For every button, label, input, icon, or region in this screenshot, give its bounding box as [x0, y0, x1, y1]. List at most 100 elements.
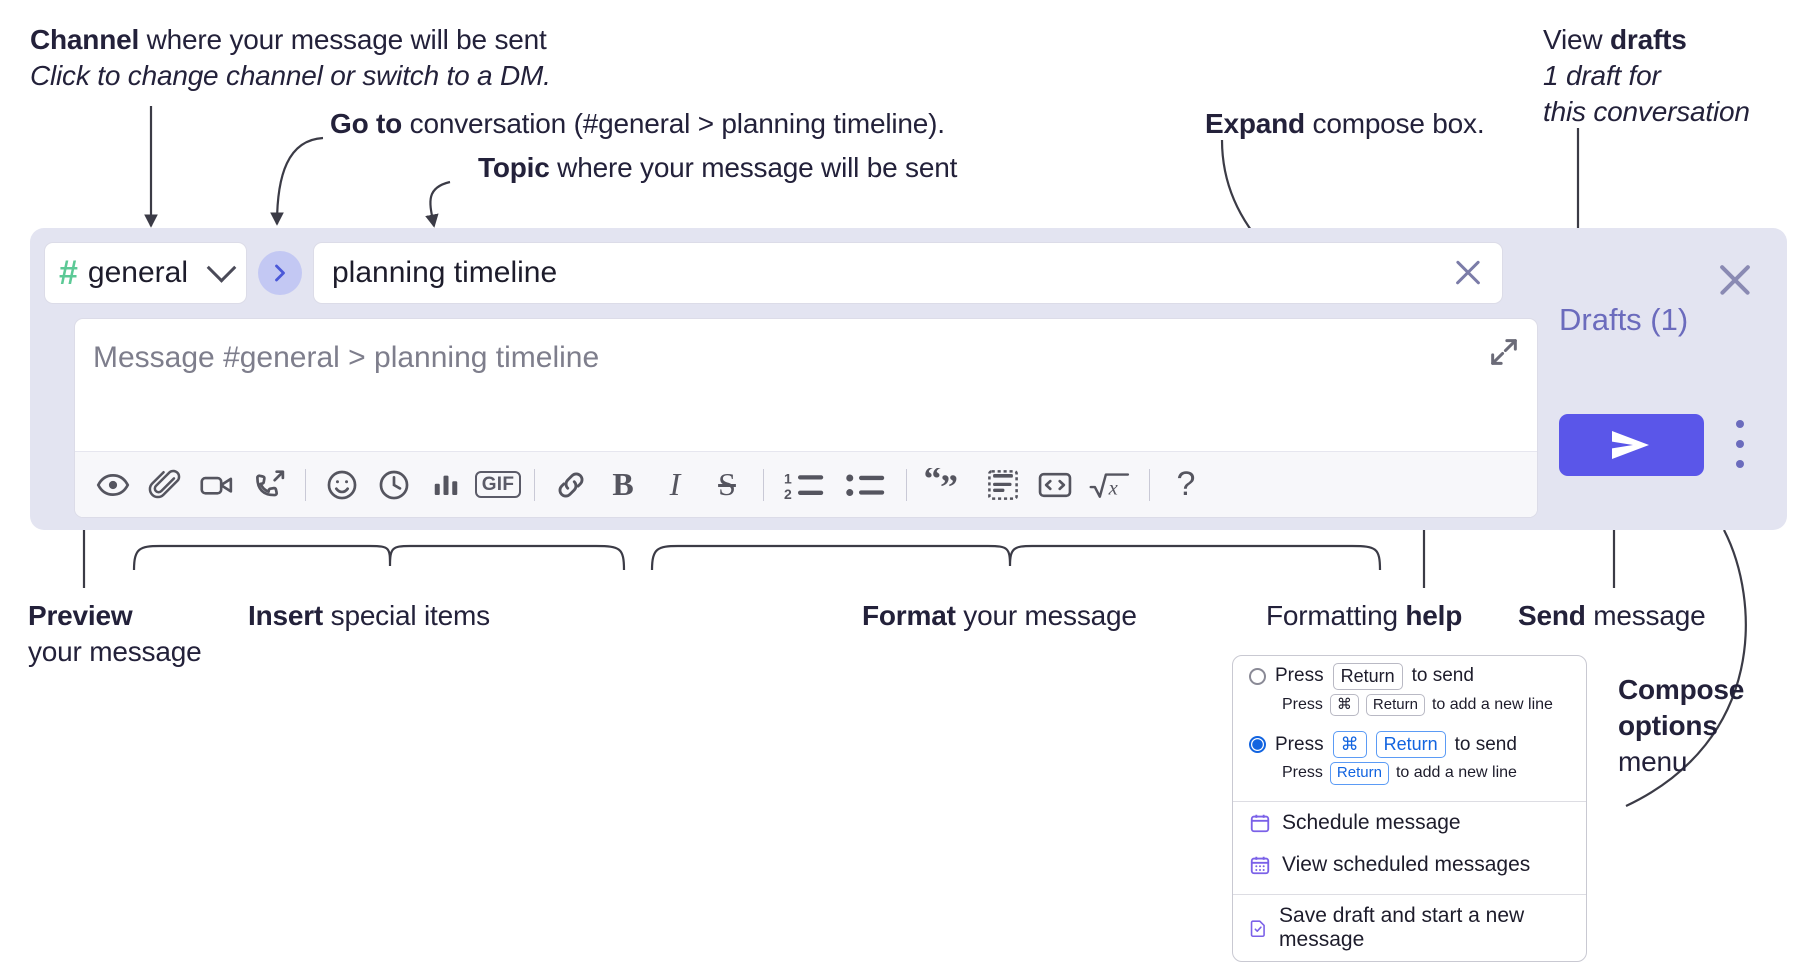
message-input-area[interactable]: Message #general > planning timeline: [74, 318, 1538, 518]
annotation-goto-rest: conversation (#general > planning timeli…: [402, 108, 945, 139]
drafts-link[interactable]: Drafts (1): [1559, 302, 1689, 337]
send-option-row[interactable]: Press ⌘ Return to send: [1233, 724, 1586, 761]
formatting-toolbar: GIF B I S 1: [75, 451, 1537, 517]
menu-item-label: Save draft and start a new message: [1279, 903, 1525, 951]
bold-icon[interactable]: B: [597, 459, 649, 511]
hash-icon: #: [59, 254, 78, 292]
annotation-insert-rest: special items: [323, 600, 490, 631]
svg-text:1: 1: [784, 470, 792, 486]
annotation-channel: Channel where your message will be sent …: [30, 22, 551, 94]
compose-options-menu: Press Return to send Press ⌘ Return to a…: [1232, 655, 1587, 962]
toolbar-divider: [1149, 468, 1150, 501]
annotation-insert-bold: Insert: [248, 600, 324, 631]
key-badge-command: ⌘: [1329, 693, 1359, 717]
annotation-drafts-line3: this conversation: [1543, 95, 1750, 127]
emoji-icon[interactable]: [316, 459, 368, 511]
svg-text:”: ”: [940, 468, 958, 502]
annotation-topic-rest: where your message will be sent: [549, 152, 958, 183]
clock-icon[interactable]: [368, 459, 420, 511]
close-panel-icon[interactable]: [1715, 260, 1755, 300]
goto-conversation-button[interactable]: [258, 251, 302, 295]
send-option-row[interactable]: Press Return to send: [1233, 656, 1586, 693]
preview-icon[interactable]: [87, 459, 139, 511]
help-icon[interactable]: ?: [1160, 459, 1212, 511]
chevron-down-icon: [206, 252, 237, 283]
annotation-topic: Topic where your message will be sent: [478, 150, 957, 186]
annotation-channel-rest: where your message will be sent: [139, 24, 547, 55]
toolbar-divider: [534, 468, 535, 501]
ordered-list-icon[interactable]: 1 2: [774, 459, 836, 511]
channel-select[interactable]: # general: [44, 242, 247, 304]
channel-name: general: [87, 256, 188, 289]
radio-button[interactable]: [1249, 667, 1266, 685]
annotation-help-plain: Formatting: [1266, 600, 1406, 631]
gif-icon[interactable]: GIF: [472, 459, 524, 511]
key-badge-return: Return: [1329, 761, 1389, 785]
strikethrough-icon[interactable]: S: [701, 459, 753, 511]
topic-field[interactable]: planning timeline: [313, 242, 1503, 304]
compose-options-button[interactable]: [1730, 420, 1750, 468]
toolbar-divider: [305, 468, 306, 501]
option-suffix: to send: [1454, 733, 1517, 755]
annotation-compose-line3: menu: [1618, 745, 1688, 777]
annotation-expand: Expand compose box.: [1205, 106, 1485, 142]
compose-header-row: # general planning timeline: [44, 242, 1503, 304]
message-placeholder: Message #general > planning timeline: [93, 341, 600, 374]
key-badge-command: ⌘: [1332, 731, 1367, 758]
chevron-right-icon: [275, 264, 285, 282]
code-icon[interactable]: [1029, 459, 1081, 511]
calendar-icon: [1250, 814, 1270, 832]
annotation-drafts: View drafts 1 draft for this conversatio…: [1543, 22, 1750, 129]
code-block-icon[interactable]: [977, 459, 1029, 511]
strike-label: S: [718, 466, 736, 502]
blockquote-icon[interactable]: “ ”: [917, 459, 977, 511]
menu-divider: [1233, 800, 1586, 802]
radio-button-selected[interactable]: [1249, 736, 1266, 753]
annotation-channel-italic: Click to change channel or switch to a D…: [30, 59, 551, 91]
annotation-send-rest: message: [1585, 600, 1706, 631]
annotation-channel-bold: Channel: [30, 24, 140, 55]
kebab-dot: [1736, 460, 1744, 468]
gif-label: GIF: [474, 471, 522, 498]
bulleted-list-icon[interactable]: [836, 459, 896, 511]
bold-label: B: [612, 466, 634, 502]
toolbar-divider: [763, 468, 764, 501]
sub-suffix: to add a new line: [1431, 695, 1553, 713]
key-badge-return: Return: [1365, 693, 1425, 717]
toolbar-divider: [906, 468, 907, 501]
annotation-preview-rest: your message: [28, 635, 202, 667]
annotation-formatting-help: Formatting help: [1266, 598, 1462, 634]
poll-icon[interactable]: [420, 459, 472, 511]
annotation-compose-options: Compose options menu: [1618, 672, 1744, 779]
menu-item-view-scheduled[interactable]: View scheduled messages: [1233, 844, 1586, 886]
send-option-subtext: Press ⌘ Return to add a new line: [1233, 693, 1586, 725]
clear-topic-icon[interactable]: [1450, 255, 1486, 291]
menu-item-schedule-message[interactable]: Schedule message: [1233, 802, 1586, 844]
italic-icon[interactable]: I: [649, 459, 701, 511]
video-icon[interactable]: [191, 459, 243, 511]
svg-text:x: x: [1108, 477, 1118, 499]
key-badge-return: Return: [1375, 731, 1446, 758]
save-draft-icon: [1250, 919, 1265, 937]
math-icon[interactable]: x: [1081, 459, 1139, 511]
audio-icon[interactable]: [243, 459, 295, 511]
send-button[interactable]: [1559, 414, 1704, 476]
send-option-subtext: Press Return to add a new line: [1233, 761, 1586, 793]
sub-press-label: Press: [1282, 764, 1323, 782]
svg-text:2: 2: [784, 486, 792, 502]
option-press-label: Press: [1275, 665, 1324, 687]
expand-icon[interactable]: [1487, 335, 1521, 369]
option-suffix: to send: [1411, 665, 1474, 687]
annotation-drafts-line2: 1 draft for: [1543, 59, 1661, 91]
annotation-format: Format your message: [862, 598, 1137, 634]
attachment-icon[interactable]: [139, 459, 191, 511]
kebab-dot: [1736, 440, 1744, 448]
help-label: ?: [1176, 465, 1196, 503]
key-badge-return: Return: [1332, 663, 1403, 690]
kebab-dot: [1736, 420, 1744, 428]
send-icon: [1611, 431, 1649, 459]
link-icon[interactable]: [545, 459, 597, 511]
menu-item-save-draft[interactable]: Save draft and start a new message: [1233, 895, 1586, 961]
annotation-preview: Preview your message: [28, 598, 202, 670]
annotation-send: Send message: [1518, 598, 1706, 634]
